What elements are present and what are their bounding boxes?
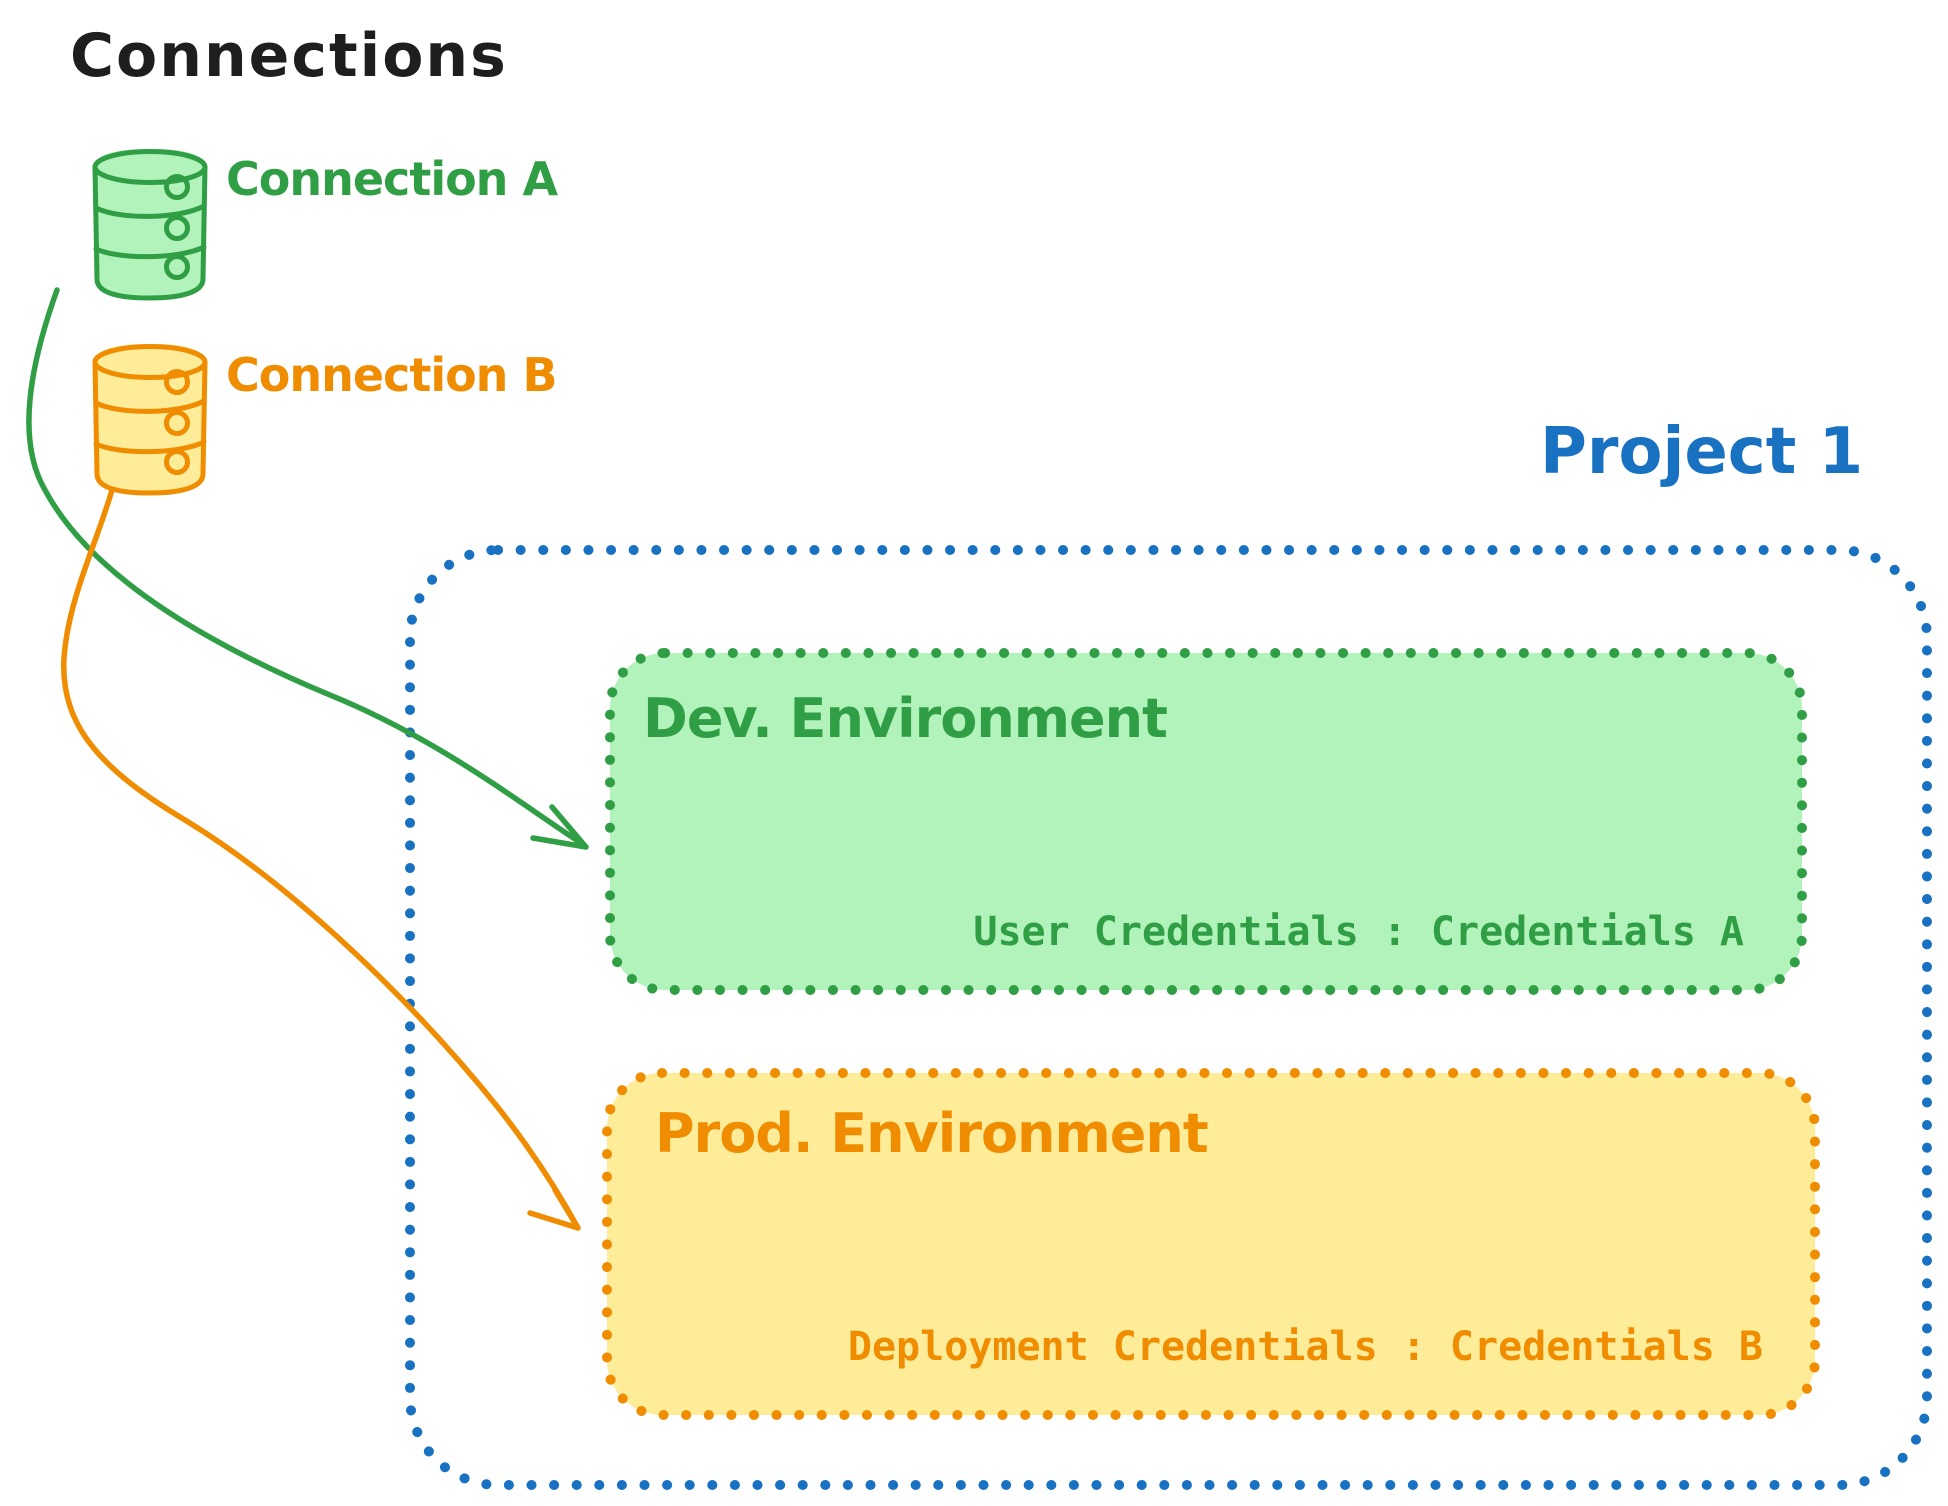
connection-b-label: Connection B: [226, 348, 558, 402]
project-title: Project 1: [1540, 415, 1864, 489]
dev-environment-title: Dev. Environment: [643, 687, 1168, 750]
arrow-connection-a-to-dev: [26, 287, 589, 850]
arrow-connection-b-to-prod: [61, 487, 581, 1231]
connections-title: Connections: [70, 21, 508, 91]
database-icon: [92, 149, 208, 301]
dev-environment-box: [605, 648, 1807, 995]
database-icon: [92, 344, 208, 496]
prod-environment-box: [602, 1068, 1820, 1420]
project-box: [405, 545, 1932, 1490]
prod-credential-assignment: Deployment Credentials : Credentials B: [847, 1324, 1763, 1370]
dev-credential-assignment: User Credentials : Credentials A: [973, 909, 1744, 955]
connection-a-label: Connection A: [226, 152, 558, 206]
prod-environment-title: Prod. Environment: [655, 1102, 1209, 1165]
